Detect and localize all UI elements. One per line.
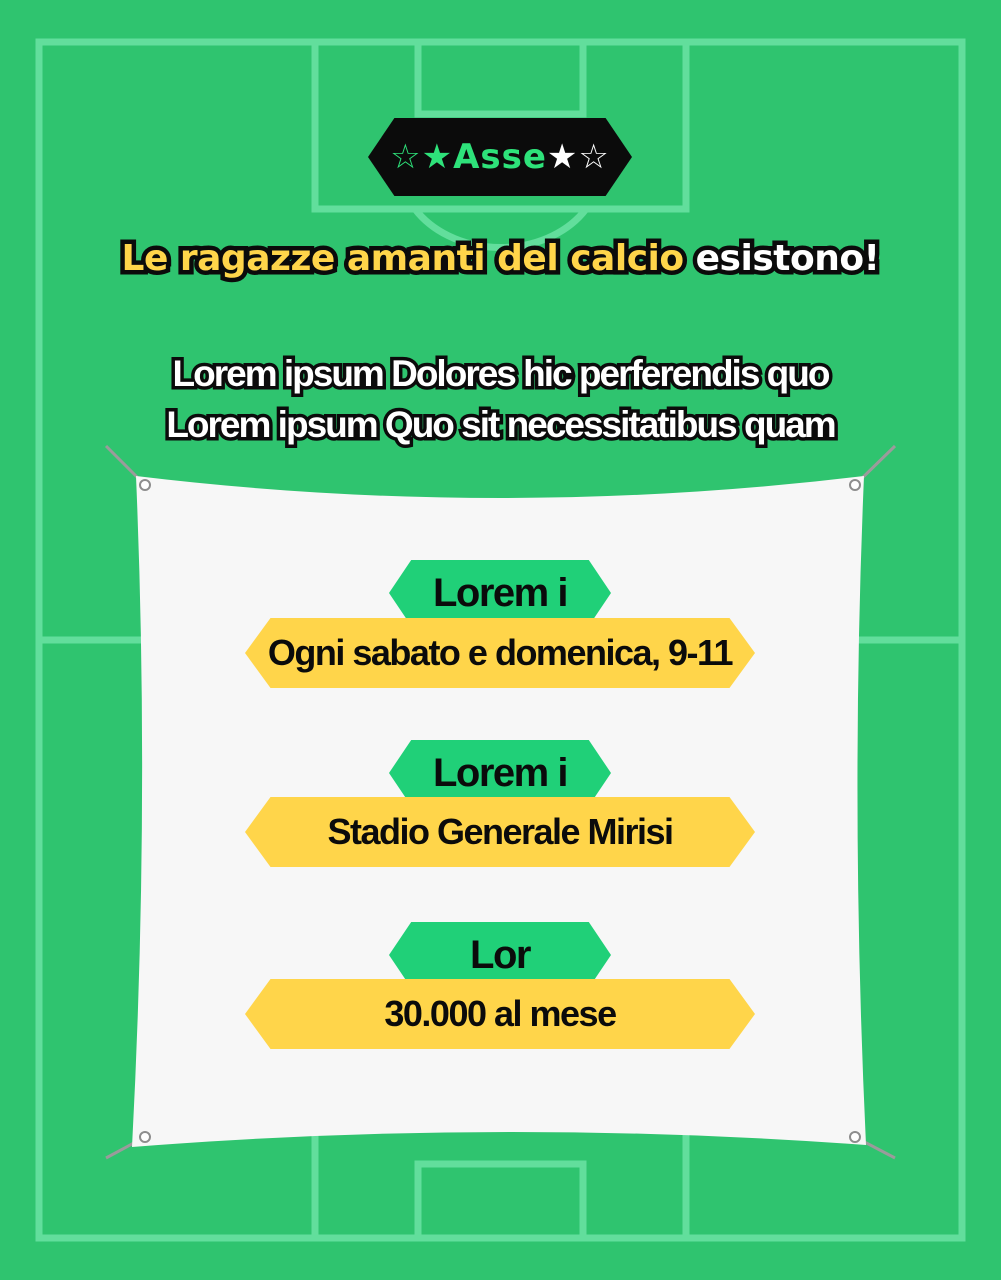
star-icon-left: ☆★ xyxy=(390,137,454,177)
subtitle-line-2: Lorem ipsum Quo sit necessitatibus quam xyxy=(163,401,840,449)
headline-white: esistono! xyxy=(691,234,884,284)
headline: Le ragazze amanti del calcio esistono! xyxy=(0,234,1001,284)
headline-yellow: Le ragazze amanti del calcio xyxy=(117,234,696,284)
club-badge: ☆★ Asse ★☆ xyxy=(368,118,632,196)
badge-label: Asse xyxy=(453,137,547,177)
info-value-schedule: Ogni sabato e domenica, 9-11 xyxy=(245,618,755,688)
info-value-location: Stadio Generale Mirisi xyxy=(245,797,755,867)
subtitle: Lorem ipsum Dolores hic perferendis quo … xyxy=(0,348,1001,450)
star-icon-right: ★☆ xyxy=(546,137,610,177)
info-value-price: 30.000 al mese xyxy=(245,979,755,1049)
subtitle-line-1: Lorem ipsum Dolores hic perferendis quo xyxy=(169,350,834,398)
info-tag-schedule: Lorem i xyxy=(389,560,611,626)
info-tag-price: Lor xyxy=(389,922,611,988)
info-tag-location: Lorem i xyxy=(389,740,611,806)
